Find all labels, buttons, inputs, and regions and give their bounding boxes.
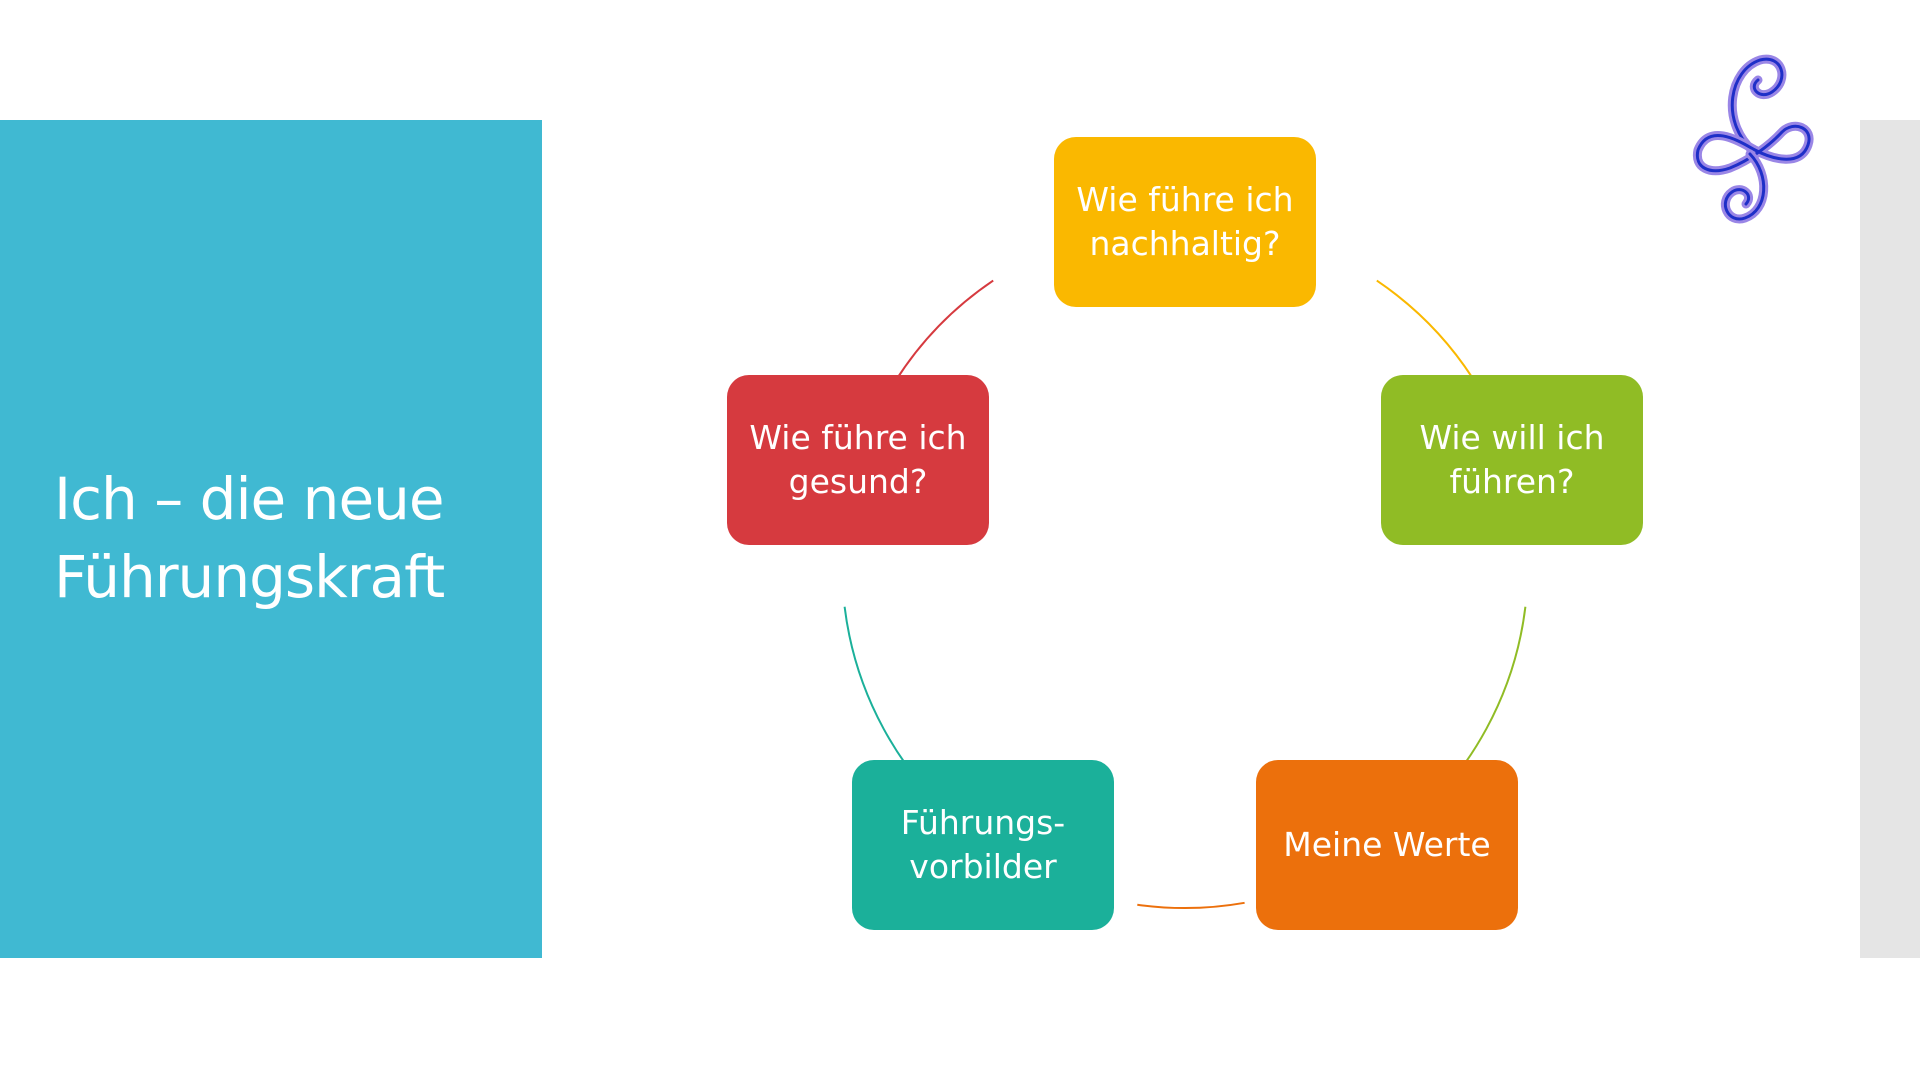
swirl-logo-icon: [1692, 54, 1814, 224]
cycle-node-vorbilder: Führungs- vorbilder: [852, 760, 1114, 930]
cycle-connector-5: [893, 279, 994, 384]
cycle-connector-3: [1137, 901, 1245, 910]
cycle-connector-1: [1376, 279, 1474, 379]
cycle-node-fuehren: Wie will ich führen?: [1381, 375, 1643, 545]
cycle-node-nachhaltig: Wie führe ich nachhaltig?: [1054, 137, 1316, 307]
cycle-node-werte: Meine Werte: [1256, 760, 1518, 930]
title-panel: [0, 120, 542, 958]
slide-title-line-1: Ich – die neue: [54, 465, 445, 533]
slide-title-line-2: Führungskraft: [54, 543, 445, 611]
right-edge-strip: [1860, 120, 1920, 958]
cycle-node-gesund: Wie führe ich gesund?: [727, 375, 989, 545]
slide-title: Ich – die neue Führungskraft: [54, 460, 445, 616]
